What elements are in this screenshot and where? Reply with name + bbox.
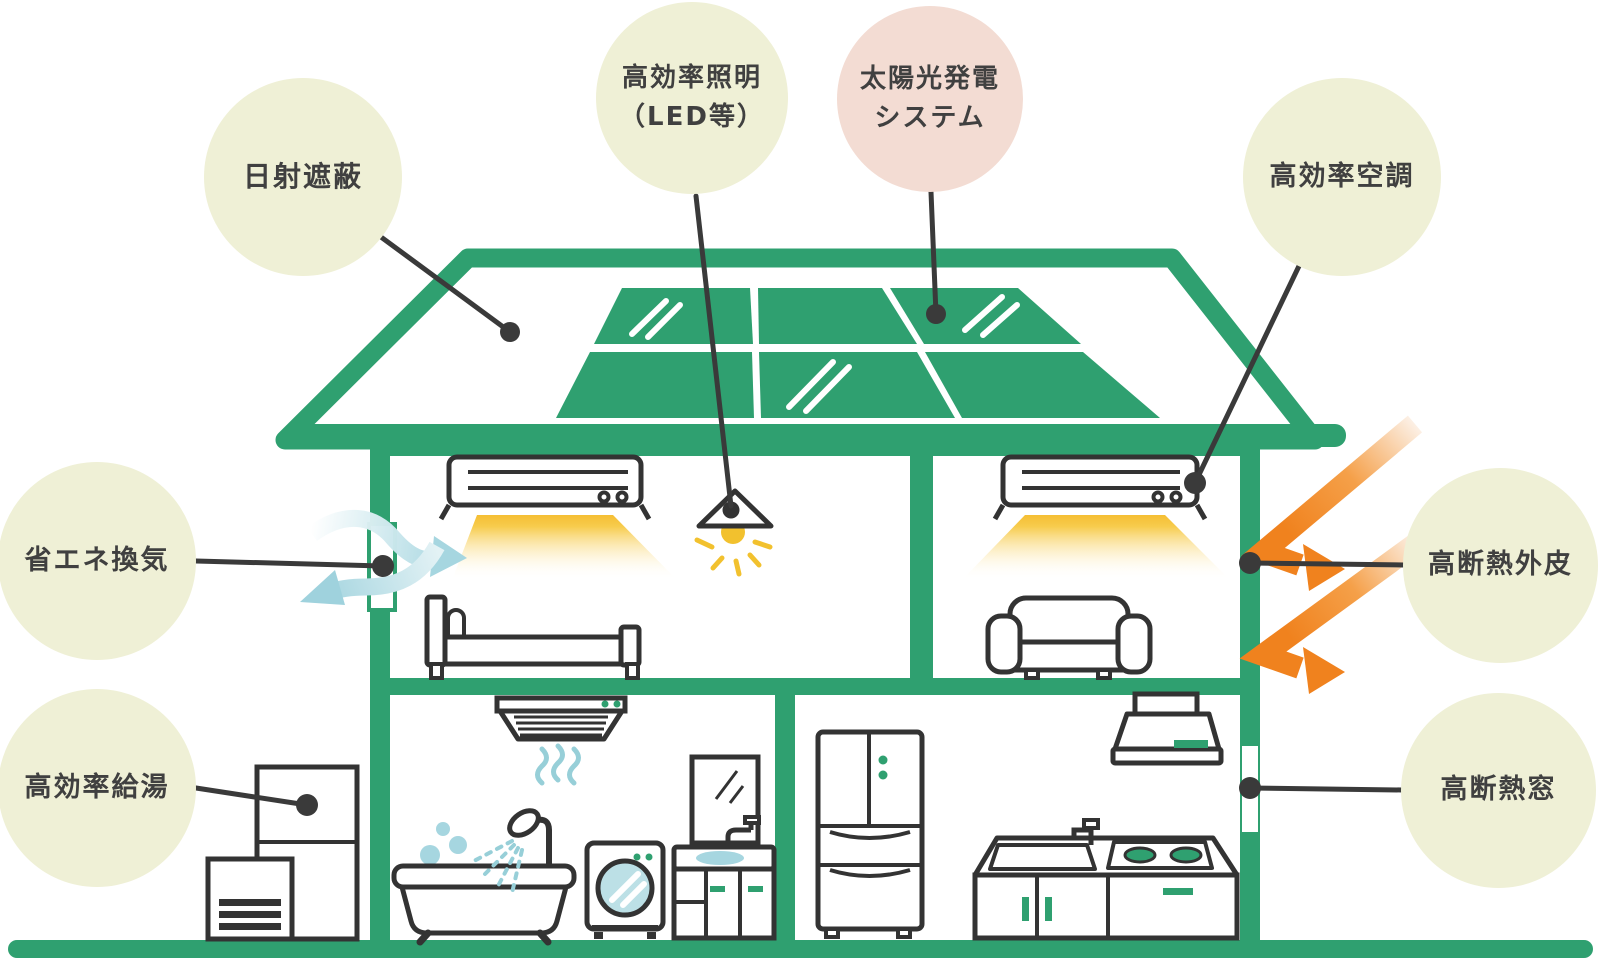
label-envelope: 高断熱外皮 — [1403, 468, 1598, 663]
steam-icon — [535, 743, 581, 786]
bathtub-icon — [391, 822, 577, 946]
heat-reflect-arrows-icon — [1239, 415, 1425, 694]
cool-air-stream — [962, 515, 1230, 580]
range-hood-icon — [1110, 691, 1224, 766]
vanity-icon — [671, 754, 777, 941]
bed-icon — [424, 594, 642, 680]
kitchen-counter-icon — [972, 818, 1240, 941]
shower-icon — [470, 808, 552, 895]
sofa-icon — [985, 595, 1153, 680]
air-conditioner-icon — [438, 454, 652, 521]
washing-machine-icon — [584, 840, 666, 939]
label-pv-system: 太陽光発電 システム — [837, 6, 1023, 192]
label-ventilation: 省エネ換気 — [0, 462, 196, 660]
label-connectors — [193, 189, 1407, 816]
label-hvac: 高効率空調 — [1243, 78, 1441, 276]
refrigerator-icon — [815, 729, 925, 939]
pendant-light-icon — [694, 488, 774, 577]
label-water-heating: 高効率給湯 — [0, 689, 196, 887]
label-windows: 高断熱窓 — [1401, 693, 1596, 888]
cool-air-stream — [452, 515, 677, 580]
bath-vent-icon — [494, 695, 628, 742]
label-solar-shading: 日射遮蔽 — [204, 78, 402, 276]
ground — [8, 940, 1593, 958]
ventilation-arrows-icon — [300, 509, 467, 605]
air-conditioner-icon — [992, 454, 1208, 521]
label-led-lighting: 高効率照明 （LED等） — [596, 2, 788, 194]
